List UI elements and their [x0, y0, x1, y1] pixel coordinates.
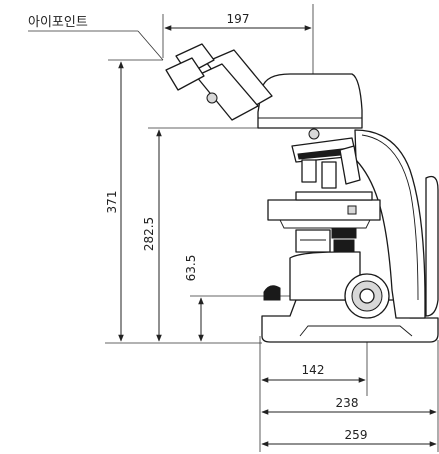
eyepiece-front [165, 57, 205, 91]
rear-handle [425, 175, 439, 317]
microscope-base [261, 299, 439, 343]
dim-label-371: 371 [105, 191, 119, 214]
stage-drive-knob-upper [331, 227, 357, 239]
diopter-ring [206, 92, 218, 104]
objective-lens-2 [321, 161, 337, 189]
eyepoint-callout: 아이포인트 [28, 15, 164, 61]
dim-label-282-5: 282.5 [142, 217, 156, 251]
arm-contour [361, 134, 419, 301]
dim-label-238: 238 [336, 396, 359, 410]
eyepoint-label: 아이포인트 [28, 15, 88, 30]
dim-label-142: 142 [302, 363, 325, 377]
microscope-illustration [165, 43, 439, 343]
focus-knob-center [359, 288, 375, 304]
specimen-stage [267, 199, 381, 221]
condenser [295, 229, 331, 253]
eyepiece-tube-front [195, 63, 259, 121]
objective-lens-3 [339, 145, 361, 185]
slide-holder [295, 191, 373, 201]
eyepoint-leader-line [137, 30, 164, 61]
dim-label-197: 197 [227, 12, 250, 26]
objective-lens-1 [301, 159, 317, 183]
dim-label-63-5: 63.5 [184, 255, 198, 282]
dim-top-width: 197 [162, 4, 314, 130]
stage-underside [279, 219, 371, 229]
base-recess [299, 325, 413, 337]
microscope-arm [354, 129, 426, 319]
stage-knob [347, 205, 357, 215]
light-intensity-dial [263, 285, 281, 301]
microscope-head [257, 73, 363, 129]
head-clamp-screw [308, 128, 320, 140]
dim-label-259: 259 [345, 428, 368, 442]
dim-depths: 142 238 259 [259, 296, 439, 452]
